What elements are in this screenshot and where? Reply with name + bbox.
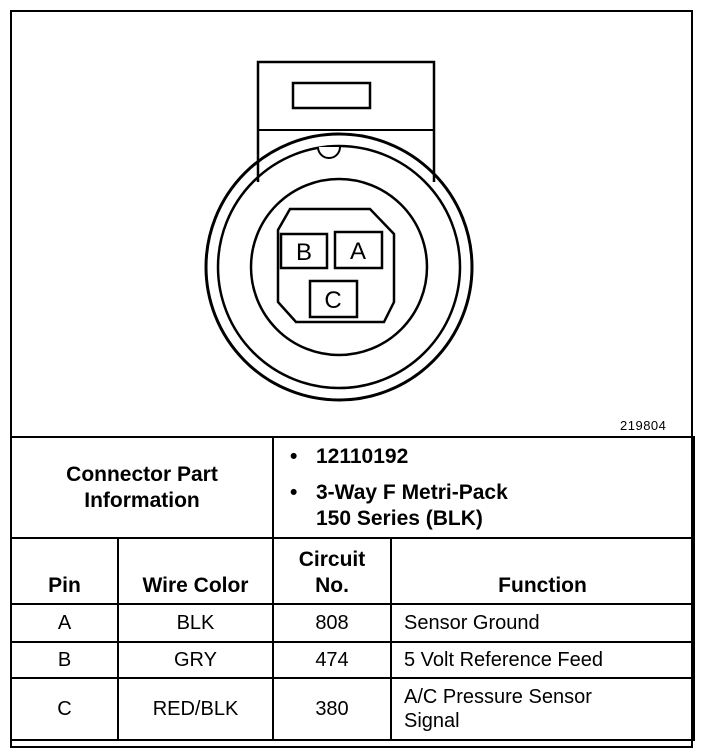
header-circuit-line1: Circuit — [298, 548, 366, 571]
row-c-circuit: 380 — [272, 677, 392, 741]
row-a-circuit: 808 — [272, 603, 392, 643]
pin-a-box — [333, 230, 384, 270]
row-b-circuit: 474 — [272, 641, 392, 679]
bullet-1: • — [290, 444, 298, 468]
table-header-row: Pin Wire Color Circuit No. Function — [10, 537, 695, 605]
part-description-line2: 150 Series (BLK) — [316, 506, 483, 530]
header-pin: Pin — [10, 537, 119, 605]
row-b-function: 5 Volt Reference Feed — [390, 641, 695, 679]
table-row: C RED/BLK 380 A/C Pressure Sensor Signal — [10, 677, 695, 741]
figure-number: 219804 — [620, 418, 667, 433]
part-description-line1: 3-Way F Metri-Pack — [316, 480, 508, 504]
pin-c-label: C — [324, 287, 341, 314]
row-b-pin: B — [10, 641, 119, 679]
part-number: 12110192 — [316, 444, 409, 468]
pin-b-box — [279, 232, 329, 270]
pin-c-box — [308, 279, 359, 319]
header-wire-color: Wire Color — [117, 537, 274, 605]
header-circuit-line2: No. — [315, 574, 349, 597]
latch-neck — [256, 162, 436, 182]
row-b-wire-color: GRY — [117, 641, 274, 679]
table-row: A BLK 808 Sensor Ground — [10, 603, 695, 643]
part-info-label-line1: Connector Part — [66, 462, 218, 486]
row-a-wire-color: BLK — [117, 603, 274, 643]
diagram-frame — [10, 10, 693, 748]
row-c-wire-color: RED/BLK — [117, 677, 274, 741]
header-function: Function — [390, 537, 695, 605]
header-circuit: Circuit No. — [272, 537, 392, 605]
connector-drawing: B A C — [204, 60, 474, 402]
part-info-label-line2: Information — [84, 488, 200, 512]
row-c-pin: C — [10, 677, 119, 741]
key-notch — [317, 146, 341, 159]
part-info-label: Connector Part Information — [10, 436, 274, 539]
part-info-values: • 12110192 • 3-Way F Metri-Pack 150 Seri… — [272, 436, 695, 539]
row-c-function-line1: A/C Pressure Sensor — [404, 686, 592, 708]
latch-window — [291, 81, 372, 110]
row-a-function: Sensor Ground — [390, 603, 695, 643]
pin-b-label: B — [296, 239, 312, 266]
table-row: B GRY 474 5 Volt Reference Feed — [10, 641, 695, 679]
row-c-function-line2: Signal — [404, 710, 460, 732]
row-a-pin: A — [10, 603, 119, 643]
bullet-2: • — [290, 480, 298, 504]
connector-table: Connector Part Information • 12110192 • … — [10, 436, 695, 741]
row-c-function: A/C Pressure Sensor Signal — [390, 677, 695, 741]
part-info-row: Connector Part Information • 12110192 • … — [10, 436, 695, 539]
pin-a-label: A — [350, 238, 366, 265]
